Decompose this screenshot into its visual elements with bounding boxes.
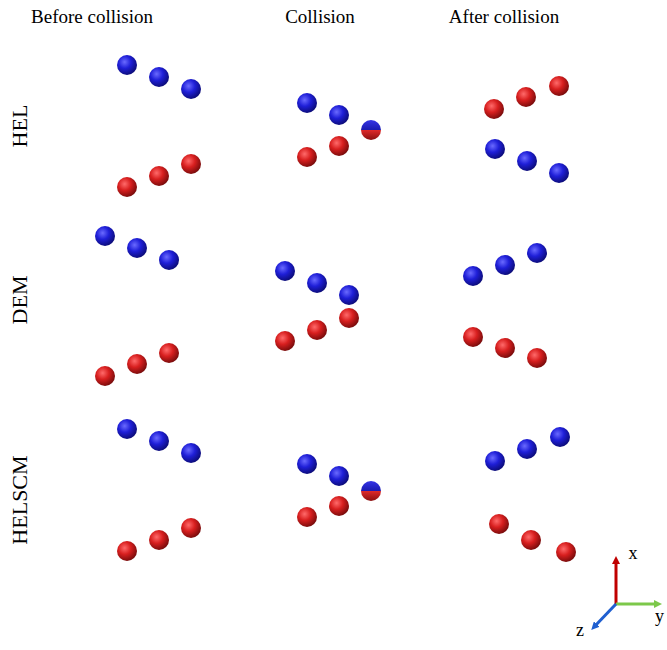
particle-sphere (159, 343, 179, 363)
row-label: HEL (9, 105, 31, 148)
particle-sphere (95, 366, 115, 386)
particle-sphere (489, 514, 509, 534)
particle-sphere (149, 530, 169, 550)
particle-sphere (275, 261, 295, 281)
particle-sphere (307, 273, 327, 293)
y-axis (616, 603, 658, 606)
particle-sphere (307, 320, 327, 340)
particle-sphere (517, 151, 537, 171)
particle-sphere (463, 327, 483, 347)
particle-sphere (149, 431, 169, 451)
particle-sphere (181, 443, 201, 463)
particle-sphere (550, 427, 570, 447)
particle-sphere (297, 147, 317, 167)
axis-label: x (629, 544, 638, 562)
particle-sphere (117, 177, 137, 197)
row-label: DEM (9, 276, 31, 325)
axis-triad (594, 560, 658, 627)
particle-sphere (149, 67, 169, 87)
particle-sphere (521, 530, 541, 550)
column-header: Collision (285, 7, 355, 26)
axis-label: z (576, 621, 584, 639)
particle-sphere (275, 331, 295, 351)
particle-sphere (149, 166, 169, 186)
particle-sphere (516, 87, 536, 107)
particle-sphere (329, 136, 349, 156)
particle-sphere (549, 163, 569, 183)
particle-sphere (339, 308, 359, 328)
column-header: After collision (449, 7, 559, 26)
particle-sphere (527, 348, 547, 368)
particle-sphere (95, 226, 115, 246)
particle-sphere (117, 55, 137, 75)
particle-sphere (527, 243, 547, 263)
z-axis (594, 604, 616, 627)
particle-sphere (181, 518, 201, 538)
particle-sphere (495, 338, 515, 358)
particle-sphere (556, 542, 576, 562)
particle-sphere (159, 250, 179, 270)
particle-sphere (181, 154, 201, 174)
particle-sphere (361, 120, 381, 140)
axis-label: y (655, 607, 664, 625)
particle-sphere (517, 439, 537, 459)
particle-sphere (495, 255, 515, 275)
particle-sphere (329, 496, 349, 516)
particle-sphere (117, 419, 137, 439)
particle-sphere (463, 266, 483, 286)
particle-sphere (297, 454, 317, 474)
x-axis (615, 560, 618, 604)
column-header: Before collision (31, 7, 153, 26)
particle-sphere (485, 139, 505, 159)
particle-sphere (339, 285, 359, 305)
particle-sphere (329, 105, 349, 125)
particle-sphere (297, 507, 317, 527)
sphere-group (95, 55, 576, 562)
particle-sphere (297, 93, 317, 113)
particle-sphere (484, 99, 504, 119)
particle-sphere (361, 481, 381, 501)
particle-sphere (117, 541, 137, 561)
row-label: HELSCM (9, 455, 31, 544)
particle-sphere (329, 466, 349, 486)
particle-sphere (127, 238, 147, 258)
particle-sphere (181, 79, 201, 99)
particle-sphere (549, 76, 569, 96)
particle-sphere (485, 451, 505, 471)
particle-sphere (127, 354, 147, 374)
